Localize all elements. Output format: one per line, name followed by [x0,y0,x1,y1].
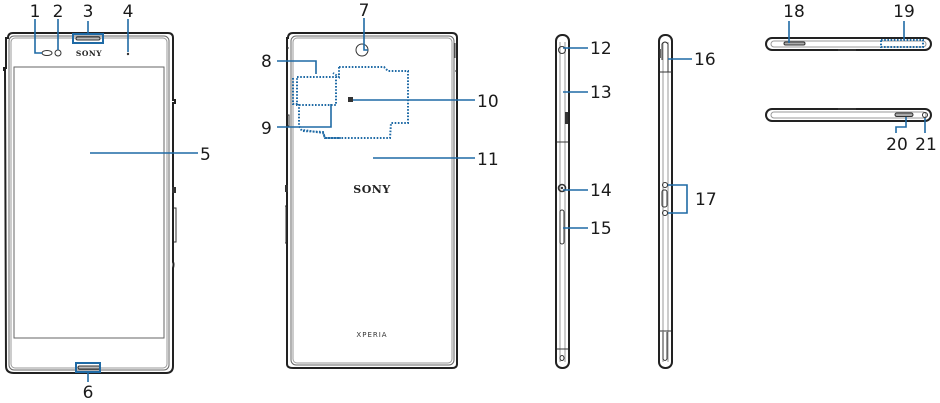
volume-up-shape [662,182,668,188]
callout-16-label: 16 [694,50,716,70]
front-sony-logo: SONY [76,49,102,58]
back-xperia-logo: XPERIA [356,331,387,339]
back-side-mark [287,47,290,127]
side-right-top-cap [660,41,672,73]
strap-hole-shape [557,183,567,193]
back-volume-key-shape [285,205,287,244]
top-edge-inner [770,40,927,48]
callout-line-20 [895,117,907,133]
callout-3-label: 3 [83,2,94,22]
callout-4-label: 4 [123,2,134,22]
earpiece-shape [75,36,101,41]
nfc-mark [348,97,353,102]
callout-20-label: 20 [886,135,908,155]
callout-9-label: 9 [261,119,272,139]
back-bezel-inner [290,35,455,366]
side-left-bottom-hole [559,355,565,361]
callout-box-3 [72,33,104,44]
callout-15-label: 15 [590,219,612,239]
front-power-key-shape [172,187,176,193]
area-19-outline [880,39,924,48]
front-body-outline [3,32,176,374]
back-side-mark-right [454,43,457,72]
callout-line-9 [277,104,332,128]
callout-6-label: 6 [83,383,94,403]
front-bezel-inner [8,35,170,371]
area-9-outline [292,78,341,139]
volume-down-shape [662,210,668,216]
back-body-outline [286,32,458,369]
notification-led-shape [126,52,130,56]
callout-10-label: 10 [477,92,499,112]
strap-hole-center [560,186,564,190]
callout-14-label: 14 [590,181,612,201]
side-view-left: 12 13 14 15 [555,34,612,369]
callout-18-label: 18 [783,2,805,22]
callout-line-1 [34,19,42,54]
bottom-edge-port-20 [894,112,914,117]
bottom-edge-view: 20 21 [765,108,937,155]
nfc-area-outline [302,66,409,139]
callout-5-label: 5 [200,145,211,165]
callout-21-label: 21 [915,135,937,155]
callout-line-7 [363,18,368,51]
display-screen [13,66,165,339]
volume-key-shape [661,189,668,208]
back-view: SONY XPERIA 7 8 9 10 11 [261,1,499,369]
side-right-body [658,34,673,369]
callout-13-label: 13 [590,83,612,103]
front-view: SONY 1 2 3 4 5 6 [3,2,211,403]
top-edge-slot-18 [783,41,806,46]
mic-slot-shape [77,365,101,370]
area-8-outline [296,76,337,106]
headset-jack-shape [558,46,566,54]
callout-11-label: 11 [477,150,499,170]
back-sony-logo: SONY [353,183,390,196]
bottom-edge-hole-21 [922,112,928,118]
side-right-bottom-slot [662,332,668,361]
side-view-right: 16 17 [658,34,717,369]
callout-17-label: 17 [695,190,717,210]
front-volume-key-shape [174,207,177,243]
callout-12-label: 12 [590,39,612,59]
callout-1-label: 1 [30,2,41,22]
callout-8-label: 8 [261,52,272,72]
callout-2-label: 2 [53,2,64,22]
callout-line-17 [668,184,688,214]
card-slot-cover-shape [565,112,568,124]
top-edge-view: 18 19 [765,2,932,51]
side-left-body [555,34,570,369]
callout-line-8 [277,60,317,74]
back-power-key-shape [285,185,288,192]
side-slot-15-shape [559,209,565,245]
callout-7-label: 7 [359,1,370,21]
bottom-edge-inner [770,111,927,119]
callout-19-label: 19 [893,2,915,22]
back-bezel-inner2 [292,37,453,364]
